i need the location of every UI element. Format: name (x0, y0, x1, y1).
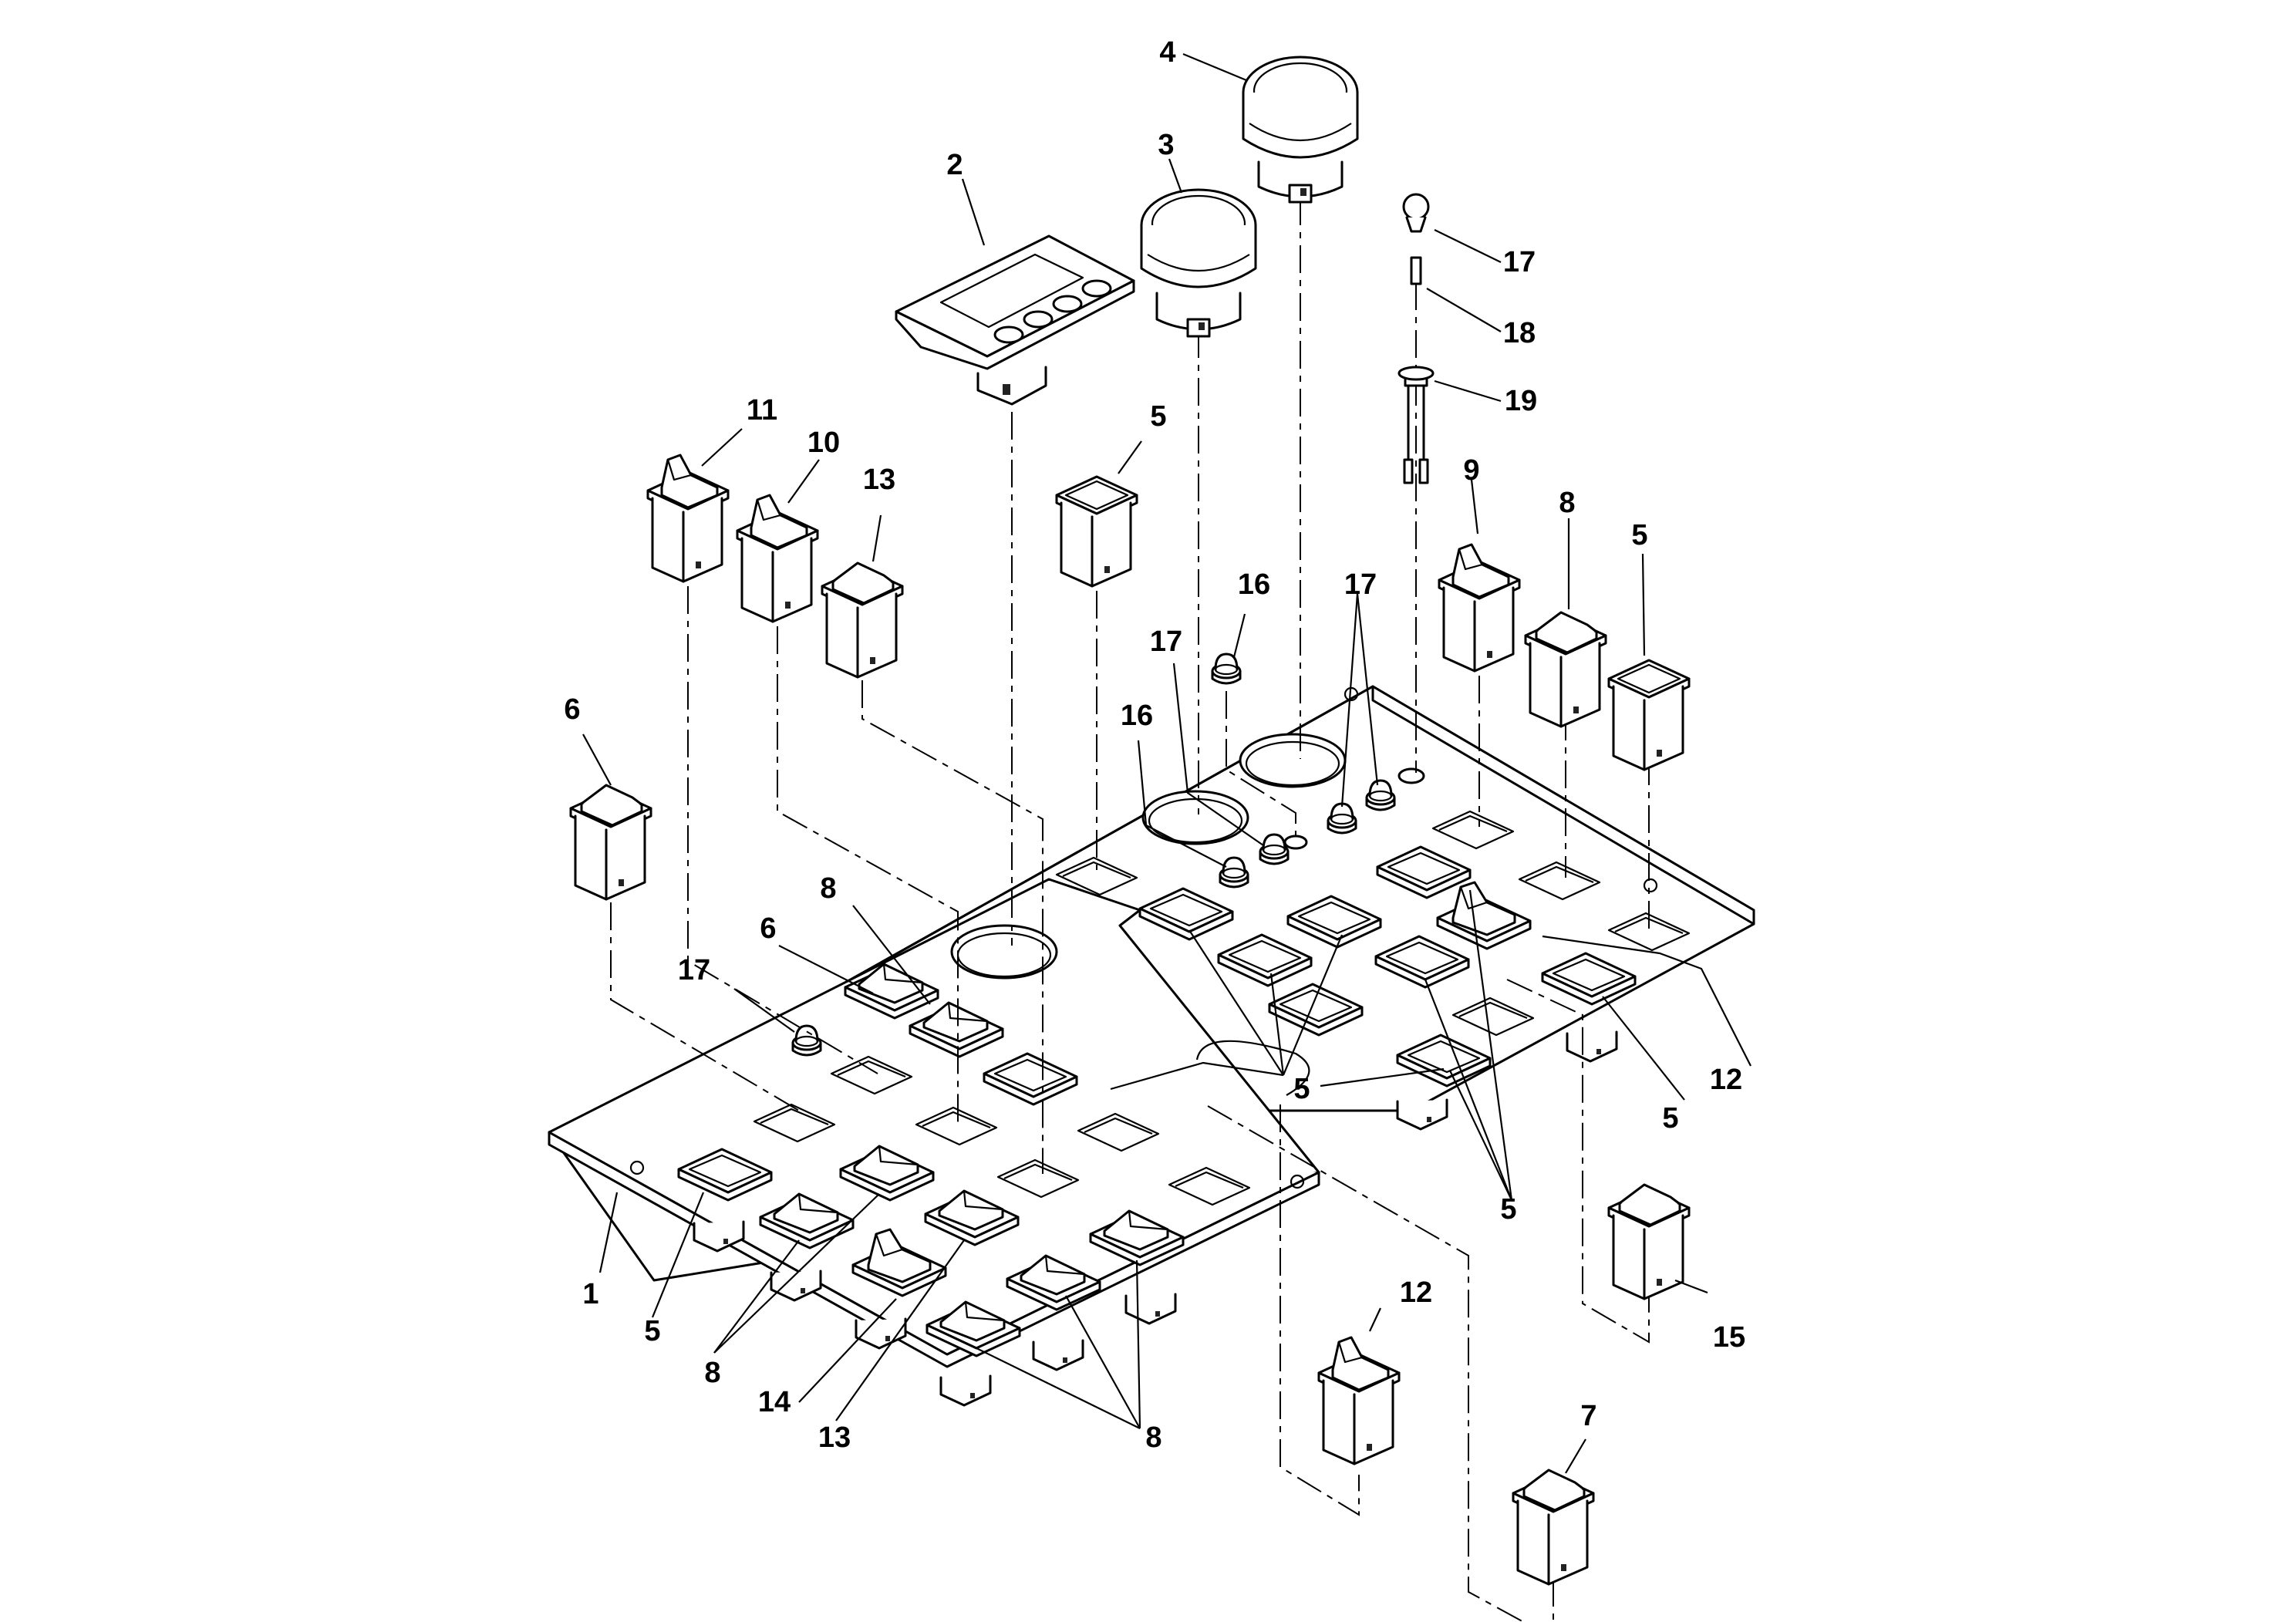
callout-13: 13 (863, 464, 895, 496)
leader-lines (582, 52, 1752, 1474)
callout-5: 5 (644, 1315, 660, 1347)
callout-16: 16 (1238, 568, 1270, 601)
callout-17: 17 (678, 954, 710, 986)
callout-12: 12 (1400, 1276, 1432, 1309)
callouts: 1 2 3 4 5 5 5 5 5 5 6 6 7 8 8 8 8 9 10 1… (564, 36, 1745, 1454)
callout-15: 15 (1713, 1321, 1745, 1354)
callout-5: 5 (1662, 1102, 1678, 1135)
callout-10: 10 (807, 427, 840, 459)
callout-3: 3 (1158, 129, 1174, 161)
callout-17: 17 (1503, 246, 1536, 278)
callout-5: 5 (1500, 1193, 1516, 1226)
callout-1: 1 (582, 1278, 598, 1310)
callout-18: 18 (1503, 317, 1536, 349)
display-module (895, 234, 1135, 406)
callout-14: 14 (758, 1386, 791, 1418)
callout-8: 8 (704, 1357, 720, 1389)
callout-5: 5 (1150, 400, 1166, 433)
callout-8: 8 (820, 872, 836, 905)
callout-16: 16 (1121, 700, 1153, 732)
callout-6: 6 (760, 912, 776, 945)
callout-5: 5 (1293, 1073, 1310, 1105)
callout-8: 8 (1145, 1421, 1161, 1454)
gauge-holes (950, 733, 1425, 980)
callout-17: 17 (1344, 568, 1377, 601)
gauge-small (1140, 188, 1257, 338)
lamp-assembly (1397, 193, 1435, 484)
callout-9: 9 (1463, 454, 1479, 487)
callout-17: 17 (1150, 626, 1182, 658)
callout-19: 19 (1505, 385, 1537, 417)
callout-13: 13 (818, 1421, 851, 1454)
gauge-large (1242, 56, 1359, 204)
callout-5: 5 (1631, 519, 1647, 551)
callout-6: 6 (564, 693, 580, 726)
callout-12: 12 (1710, 1064, 1742, 1096)
callout-11: 11 (747, 394, 777, 427)
callout-7: 7 (1580, 1400, 1596, 1432)
callout-8: 8 (1559, 487, 1575, 519)
callout-2: 2 (946, 149, 963, 181)
callout-4: 4 (1159, 36, 1175, 69)
assembly-lines (610, 197, 1650, 1622)
